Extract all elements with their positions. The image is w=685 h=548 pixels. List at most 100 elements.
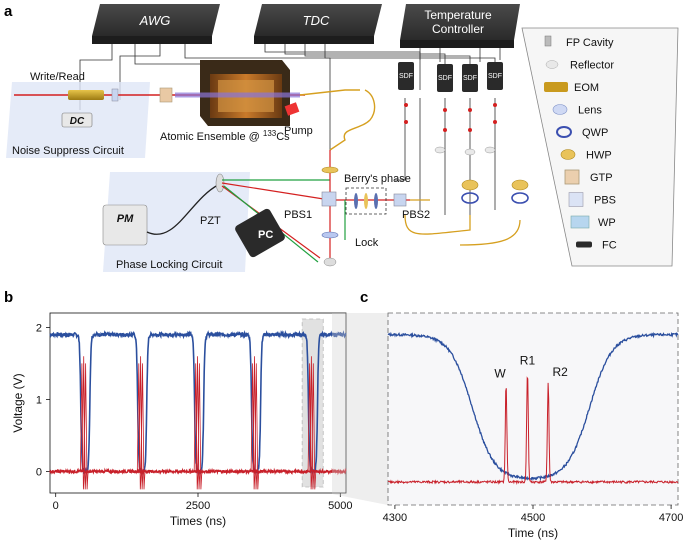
write-read-label: Write/Read [30,71,85,83]
legend-item: GTP [564,169,613,185]
lock-label: Lock [355,237,379,249]
svg-text:SDF: SDF [463,75,477,82]
sdf-3: SDF [462,64,478,92]
sdf-4: SDF [487,62,503,90]
legend-label: WP [598,217,616,229]
legend-label: Reflector [570,60,614,72]
awg-box: AWG [92,4,220,44]
legend-label: FC [602,240,617,252]
sdf-detectors: SDF SDF SDF SDF [398,62,529,204]
dc-label: DC [70,116,85,127]
pulse-label: W [494,367,506,381]
fp-cavity-icon [544,35,552,47]
legend-item: QWP [556,126,608,139]
berrys-phase-label: Berry's phase [344,173,411,185]
red-trace [387,376,679,485]
red-pulse [140,363,146,490]
pump-fiber [299,89,376,151]
fc-icon [576,241,592,248]
lens-a [321,231,339,239]
phase-circuit-label: Phase Locking Circuit [116,259,222,271]
hwp-a [321,166,339,174]
eom-input [68,90,104,100]
wp-icon [570,215,590,229]
temp-controller-label-1: Temperature [424,8,492,22]
pulse-label: R1 [520,354,536,368]
eom-icon [544,82,568,92]
sdf-2: SDF [437,64,453,92]
legend-item: EOM [544,82,599,94]
pbs-input [111,88,119,102]
legend-item: Lens [552,104,602,117]
legend-label: EOM [574,82,599,94]
panel-letter-c: c [360,289,368,306]
legend-label: PBS [594,195,616,207]
legend-item: HWP [560,149,612,162]
tdc-label: TDC [303,13,330,28]
red-pulse [311,363,317,490]
legend-label: Lens [578,105,602,117]
red-pulse [197,363,203,490]
blue-trace [387,331,679,482]
x-axis-title: Times (ns) [170,514,226,528]
legend-item: FP Cavity [544,35,614,49]
hwp-icon [560,149,576,160]
pbs2 [393,193,407,207]
legend-item: PBS [568,192,616,207]
red-pulse [254,363,260,490]
x-tick-label: 5000 [328,500,352,512]
gtp-input [159,87,173,103]
sdf-1: SDF [398,62,414,90]
pc-label: PC [258,229,273,241]
phase-locking-circuit: Phase Locking Circuit PM [102,172,250,272]
legend-label: GTP [590,172,613,184]
pump-laser [284,102,300,116]
panel-a: a AWG TDC Temperature Controller [4,3,679,272]
y-tick-label: 0 [36,466,42,478]
x-tick-label: 0 [53,500,59,512]
y-axis-title: Voltage (V) [11,373,25,432]
tdc-box: TDC [254,4,382,44]
x-axis-title: Time (ns) [508,526,558,540]
panel-letter-a: a [4,3,13,20]
qwp-icon [556,126,572,138]
berrys-phase-module: Berry's phase [344,173,411,215]
reflector-icon [545,60,559,69]
pbs2-label: PBS2 [402,209,430,221]
svg-text:SDF: SDF [399,73,413,80]
x-tick-label: 4700 [659,512,683,524]
legend-item: Reflector [545,60,614,72]
legend-label: HWP [586,150,612,162]
temperature-controller-box: Temperature Controller [400,4,520,48]
legend-item: WP [570,215,616,229]
pm-label: PM [117,213,134,225]
x-tick-label: 4300 [383,512,407,524]
pc-device: PC [235,208,285,258]
pbs-icon [568,192,584,207]
awg-label: AWG [139,13,171,28]
legend-label: QWP [582,127,608,139]
y-tick-label: 1 [36,394,42,406]
x-tick-label: 2500 [186,500,210,512]
zoom-connector [332,313,388,505]
panel-letter-b: b [4,289,13,306]
output-fibers [404,199,521,246]
atomic-ensemble: Atomic Ensemble @ 133Cs [160,60,300,143]
gtp-icon [564,169,580,185]
red-pulse [83,363,89,490]
plot-area [387,312,679,506]
y-tick-label: 2 [36,322,42,334]
pbs1 [321,191,337,207]
reflector-a [323,257,337,267]
pbs1-label: PBS1 [284,209,312,221]
svg-text:SDF: SDF [488,73,502,80]
pzt-label: PZT [200,215,221,227]
temp-controller-label-2: Controller [432,22,484,36]
noise-circuit-label: Noise Suppress Circuit [12,145,124,157]
pump-label: Pump [284,125,313,137]
lens-icon [552,104,568,115]
